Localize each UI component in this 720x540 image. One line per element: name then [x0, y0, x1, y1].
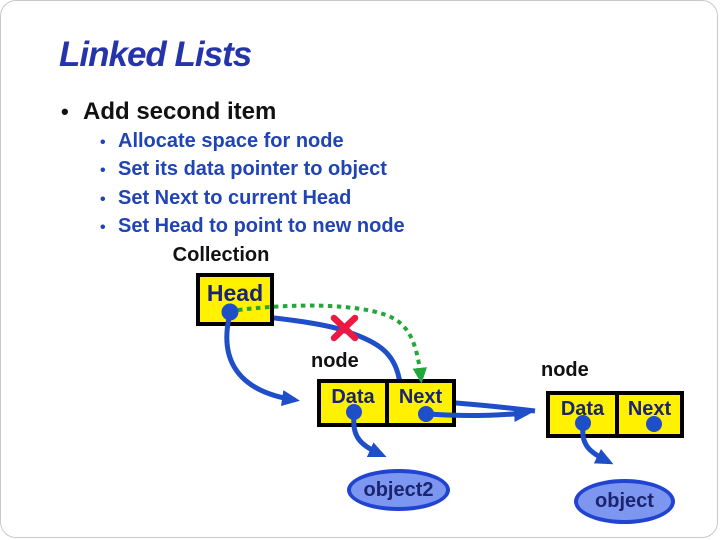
bullet-marker: • [61, 99, 69, 124]
node2-data-cell: Data [546, 391, 619, 438]
bullet-marker: • [100, 162, 106, 179]
head-box-label: Head [206, 280, 264, 306]
node2-box: Data Next [546, 391, 684, 438]
node1-data-label: Data [331, 386, 375, 408]
object2-label: object2 [363, 478, 434, 501]
bullet-marker: • [100, 191, 106, 208]
node1-data-cell: Data [317, 379, 389, 427]
slide-title: Linked Lists [59, 35, 252, 74]
sub-bullet-set-data: • Set its data pointer to object [100, 158, 387, 181]
node1-next-cell: Next [385, 379, 456, 427]
object2-ellipse: object2 [347, 469, 450, 511]
bullet-item-add-second: • Add second item [61, 98, 276, 126]
bullet-text: Add second item [83, 98, 277, 125]
sub-bullet-text: Set Head to point to new node [118, 215, 405, 237]
node2-data-label: Data [560, 398, 605, 420]
object-label: object [595, 490, 654, 512]
node1-box: Data Next [317, 379, 456, 427]
bullet-marker: • [100, 134, 106, 151]
sub-bullet-text: Set its data pointer to object [118, 158, 387, 180]
sub-bullet-set-next: • Set Next to current Head [100, 187, 351, 210]
node2-next-label: Next [627, 398, 672, 420]
sub-bullet-text: Set Next to current Head [118, 187, 352, 209]
sub-bullet-set-head: • Set Head to point to new node [100, 215, 405, 238]
node2-label: node [541, 359, 589, 381]
sub-bullet-allocate: • Allocate space for node [100, 130, 344, 153]
node1-label: node [311, 350, 359, 372]
node1-next-label: Next [398, 386, 443, 408]
object-ellipse: object [574, 479, 675, 524]
collection-label: Collection [172, 244, 270, 266]
sub-bullet-text: Allocate space for node [118, 130, 344, 152]
head-box: Head [196, 273, 274, 326]
node2-next-cell: Next [615, 391, 684, 438]
bullet-marker: • [100, 219, 106, 236]
